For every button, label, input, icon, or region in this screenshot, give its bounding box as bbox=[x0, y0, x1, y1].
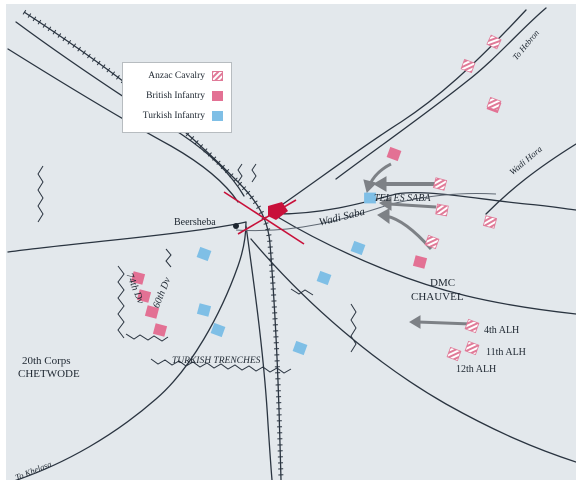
anzac-unit-marker bbox=[486, 96, 502, 112]
turkish-unit-marker bbox=[210, 322, 226, 338]
road-south bbox=[245, 225, 273, 480]
legend-label: Anzac Cavalry bbox=[148, 71, 205, 81]
label-20th-corps: 20th Corps bbox=[22, 355, 71, 367]
label-dmc: DMC bbox=[430, 277, 456, 289]
anzac-swatch-icon bbox=[212, 71, 223, 81]
road-hebron-branch bbox=[335, 7, 547, 180]
town-dot-icon bbox=[233, 223, 239, 229]
british-unit-marker bbox=[144, 305, 160, 319]
turkish-unit-marker bbox=[316, 270, 332, 286]
label-turkish-trenches: TURKISH TRENCHES bbox=[172, 356, 261, 366]
attack-arrow-icon bbox=[363, 162, 472, 329]
anzac-unit-marker bbox=[432, 177, 448, 191]
legend-item-anzac: Anzac Cavalry bbox=[123, 67, 231, 85]
road-west bbox=[7, 221, 247, 253]
label-11th-alh: 11th ALH bbox=[486, 347, 526, 358]
legend-label: Turkish Infantry bbox=[142, 111, 205, 121]
anzac-unit-marker bbox=[460, 58, 476, 74]
label-12th-alh: 12th ALH bbox=[456, 364, 497, 375]
label-beersheba: Beersheba bbox=[174, 217, 216, 228]
british-unit-marker bbox=[386, 146, 402, 162]
railway-line-icon bbox=[22, 9, 284, 480]
british-unit-marker bbox=[130, 271, 146, 285]
legend-item-british: British Infantry bbox=[123, 87, 231, 105]
british-unit-marker bbox=[152, 323, 168, 337]
trench-line-icon bbox=[37, 163, 357, 374]
map-graphics bbox=[7, 7, 576, 480]
label-chetwode: CHETWODE bbox=[18, 368, 80, 380]
legend: Anzac Cavalry British Infantry Turkish I… bbox=[122, 62, 232, 133]
turkish-unit-marker bbox=[196, 303, 212, 317]
headquarters-flag-icon bbox=[268, 202, 288, 220]
turkish-swatch-icon bbox=[212, 111, 223, 121]
anzac-unit-marker bbox=[464, 340, 480, 356]
anzac-unit-marker bbox=[464, 318, 480, 334]
road-to-khelasa bbox=[14, 221, 247, 480]
turkish-unit-marker bbox=[292, 340, 308, 356]
road-wadi-hora bbox=[485, 143, 576, 215]
anzac-unit-marker bbox=[446, 346, 462, 362]
anzac-unit-marker bbox=[486, 34, 502, 50]
map[interactable]: Anzac Cavalry British Infantry Turkish I… bbox=[6, 4, 576, 480]
anzac-unit-marker bbox=[424, 234, 440, 250]
road-to-hebron bbox=[275, 9, 527, 210]
label-4th-alh: 4th ALH bbox=[484, 325, 520, 336]
road-north-west-2 bbox=[7, 48, 239, 203]
roads bbox=[7, 7, 576, 480]
british-swatch-icon bbox=[212, 91, 223, 101]
turkish-unit-marker bbox=[350, 240, 366, 256]
crossing-marker bbox=[223, 191, 305, 245]
label-chauvel: CHAUVEL bbox=[411, 291, 464, 303]
british-unit-marker bbox=[412, 255, 428, 269]
turkish-unit-marker bbox=[364, 192, 376, 204]
road-south-east-2 bbox=[250, 238, 576, 463]
british-unit-marker bbox=[136, 289, 152, 303]
road-south-east bbox=[275, 215, 576, 315]
legend-label: British Infantry bbox=[146, 91, 205, 101]
label-tel-es-saba: TEL ES SABA bbox=[374, 193, 431, 204]
units bbox=[130, 34, 502, 362]
turkish-unit-marker bbox=[196, 246, 212, 262]
anzac-unit-marker bbox=[435, 203, 449, 217]
legend-item-turkish: Turkish Infantry bbox=[123, 107, 231, 125]
road-east bbox=[275, 192, 576, 215]
anzac-unit-marker bbox=[482, 215, 498, 229]
